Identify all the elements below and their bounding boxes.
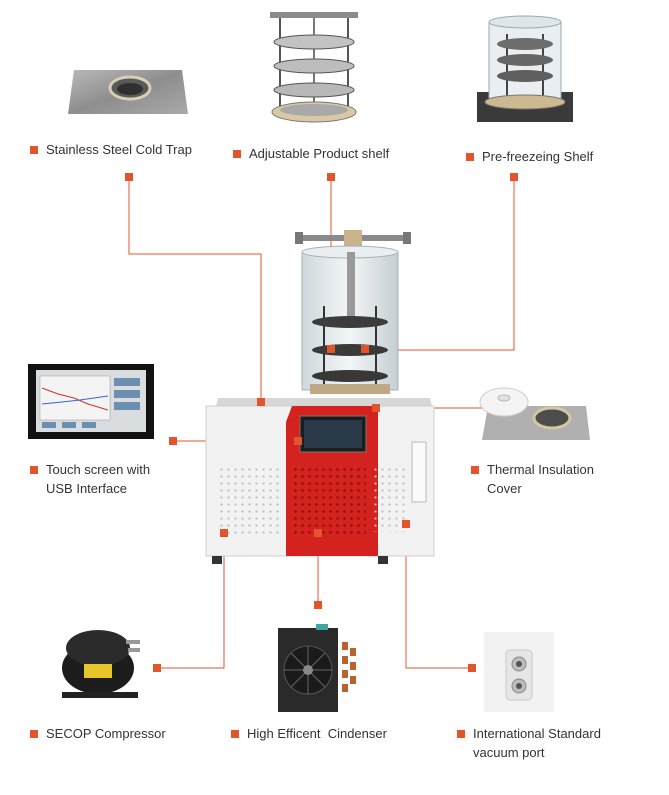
marker-prefreezing-top (510, 173, 518, 181)
insulation-cover-photo (479, 387, 590, 440)
bullet-vacuum-port (457, 730, 465, 738)
bullet-cold-trap (30, 146, 38, 154)
bullet-condenser (231, 730, 239, 738)
label-touch-screen-line2: USB Interface (46, 481, 127, 496)
marker-condenser-end (314, 601, 322, 609)
bullet-touch-screen (30, 466, 38, 474)
label-product-shelf: Adjustable Product shelf (249, 146, 390, 161)
bullet-compressor (30, 730, 38, 738)
marker-vacuum-end (468, 664, 476, 672)
vacuum-port-photo (484, 632, 554, 712)
connector-vacuum-port (405, 524, 472, 669)
marker-cold-trap-top (125, 173, 133, 181)
marker-product-shelf-top (327, 173, 335, 181)
connector-cold-trap (128, 177, 262, 402)
right-vent-grid (372, 466, 406, 532)
label-insulation-cover-line1: Thermal Insulation (487, 462, 594, 477)
marker-prefreezing-end (361, 345, 369, 353)
bullet-product-shelf (233, 150, 241, 158)
compressor-photo (62, 630, 140, 698)
label-condenser: High Efficent Cindenser (247, 726, 387, 741)
label-touch-screen-line1: Touch screen with (46, 462, 151, 477)
touch-screen-photo (28, 364, 154, 439)
label-compressor: SECOP Compressor (46, 726, 166, 741)
condenser-photo (278, 624, 356, 712)
label-insulation-cover-line2: Cover (487, 481, 522, 496)
marker-product-shelf-end (327, 345, 335, 353)
label-vacuum-port-line2: vacuum port (473, 745, 545, 760)
connector-prefreezing-shelf (366, 177, 515, 351)
cold-trap-photo (68, 70, 188, 114)
marker-compressor-end (153, 664, 161, 672)
left-vent-grid (218, 466, 282, 536)
marker-touch-screen-left (169, 437, 177, 445)
marker-vacuum-top (402, 520, 410, 528)
prefreezing-shelf-photo (477, 15, 573, 122)
bullet-insulation-cover (471, 466, 479, 474)
connector-compressor (157, 533, 225, 669)
label-cold-trap: Stainless Steel Cold Trap (46, 142, 192, 157)
front-vent-grid (292, 466, 366, 538)
label-vacuum-port-line1: International Standard (473, 726, 601, 741)
label-prefreezing-shelf: Pre-freezeing Shelf (482, 149, 594, 164)
bullet-prefreezing-shelf (466, 153, 474, 161)
marker-cold-trap-end (257, 398, 265, 406)
marker-condenser-top (314, 529, 322, 537)
marker-touch-screen-end (294, 437, 302, 445)
marker-compressor-top (220, 529, 228, 537)
product-shelf-photo (270, 12, 358, 123)
marker-insulation-end (372, 404, 380, 412)
